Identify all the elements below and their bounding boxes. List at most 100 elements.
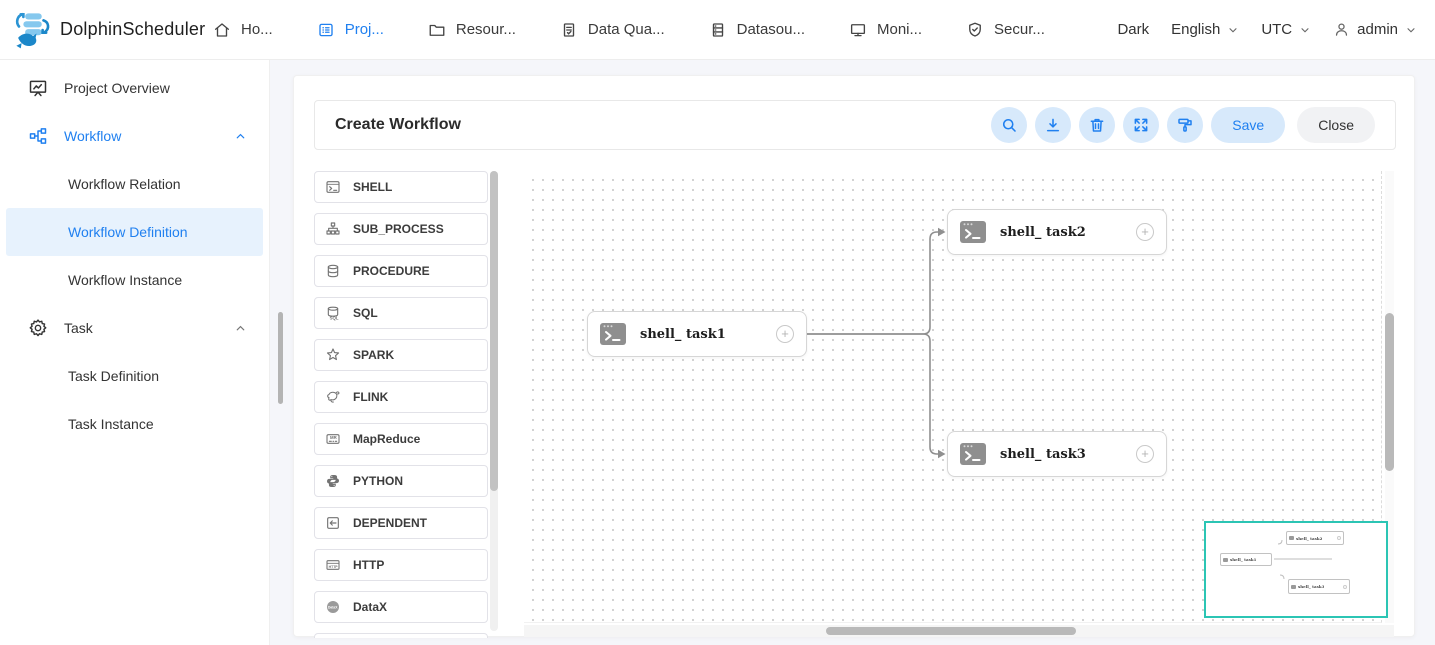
- nav-tab-label: Proj...: [345, 21, 384, 38]
- workflow-editor-header: Create Workflow: [314, 100, 1396, 150]
- nav-tab-data-quality[interactable]: Data Qua...: [560, 21, 665, 39]
- sidebar-item-task[interactable]: Task: [0, 304, 269, 352]
- chevron-up-icon: [234, 130, 247, 143]
- theme-toggle[interactable]: Dark: [1117, 21, 1149, 38]
- mini-shell-icon: [1291, 585, 1296, 589]
- sidebar-scrollbar[interactable]: [278, 312, 283, 404]
- sidebar-item-task-instance[interactable]: Task Instance: [6, 400, 263, 448]
- toolbox-item-partial[interactable]: [314, 633, 488, 638]
- add-edge-icon[interactable]: +: [1136, 223, 1154, 241]
- trash-icon: [1088, 116, 1106, 134]
- user-icon: [1333, 21, 1350, 38]
- sidebar-item-workflow[interactable]: Workflow: [0, 112, 269, 160]
- task-node-label: shell_ task1: [640, 327, 726, 342]
- nav-tab-label: Datasou...: [737, 21, 805, 38]
- download-button[interactable]: [1035, 107, 1071, 143]
- nav-tab-label: Secur...: [994, 21, 1045, 38]
- timezone-select[interactable]: UTC: [1261, 21, 1311, 38]
- toolbox-item-spark[interactable]: SPARK: [314, 339, 488, 371]
- toolbox-item-flink[interactable]: FLINK: [314, 381, 488, 413]
- sidebar-item-label: Workflow Relation: [68, 176, 181, 192]
- toolbox-item-sub-process[interactable]: SUB_PROCESS: [314, 213, 488, 245]
- toolbox-item-label: HTTP: [353, 558, 384, 572]
- sidebar-item-workflow-instance[interactable]: Workflow Instance: [6, 256, 263, 304]
- minimap-node: shell_ task2: [1286, 531, 1344, 545]
- save-button[interactable]: Save: [1211, 107, 1285, 143]
- task-node-shell-task1[interactable]: shell_ task1 +: [587, 311, 807, 357]
- language-select[interactable]: English: [1171, 21, 1239, 38]
- sidebar-item-project-overview[interactable]: Project Overview: [0, 64, 269, 112]
- dependent-icon: [325, 515, 341, 531]
- nav-tab-label: Resour...: [456, 21, 516, 38]
- nav-tab-resources[interactable]: Resour...: [428, 21, 516, 39]
- project-icon: [317, 21, 335, 39]
- datasource-icon: [709, 21, 727, 39]
- toolbox-item-http[interactable]: HTTP HTTP: [314, 549, 488, 581]
- sidebar-item-label: Project Overview: [64, 80, 170, 96]
- nav-tab-project[interactable]: Proj...: [317, 21, 384, 39]
- brand[interactable]: DolphinScheduler: [0, 9, 213, 51]
- sidebar-item-workflow-definition[interactable]: Workflow Definition: [6, 208, 263, 256]
- fullscreen-button[interactable]: [1123, 107, 1159, 143]
- minimap[interactable]: shell_ task2 shell_ task1 shell_ task3: [1204, 521, 1388, 618]
- search-icon: [1000, 116, 1018, 134]
- task-node-label: shell_ task3: [1000, 447, 1086, 462]
- overview-icon: [28, 78, 48, 98]
- format-layout-button[interactable]: [1167, 107, 1203, 143]
- format-icon: [1176, 116, 1194, 134]
- toolbox-item-label: PROCEDURE: [353, 264, 430, 278]
- toolbox-item-label: SHELL: [353, 180, 392, 194]
- sidebar-item-workflow-relation[interactable]: Workflow Relation: [6, 160, 263, 208]
- task-node-shell-task2[interactable]: shell_ task2 +: [947, 209, 1167, 255]
- toolbox-scrollbar[interactable]: [490, 171, 498, 631]
- user-menu[interactable]: admin: [1333, 21, 1417, 38]
- svg-text:MR: MR: [330, 435, 338, 440]
- add-edge-icon[interactable]: +: [1136, 445, 1154, 463]
- nav-tab-security[interactable]: Secur...: [966, 21, 1045, 39]
- h-scroll-thumb[interactable]: [826, 627, 1076, 635]
- toolbox-item-datax[interactable]: DataX DataX: [314, 591, 488, 623]
- toolbox-item-python[interactable]: PYTHON: [314, 465, 488, 497]
- nav-tab-monitor[interactable]: Moni...: [849, 21, 922, 39]
- nav-tab-label: Ho...: [241, 21, 273, 38]
- nav-tab-datasource[interactable]: Datasou...: [709, 21, 805, 39]
- toolbox-item-mapreduce[interactable]: MR MapReduce: [314, 423, 488, 455]
- navbar-right: Dark English UTC admin: [1117, 21, 1435, 38]
- python-icon: [325, 473, 341, 489]
- language-label: English: [1171, 21, 1220, 38]
- toolbox-item-label: SUB_PROCESS: [353, 222, 444, 236]
- toolbox-item-procedure[interactable]: PROCEDURE: [314, 255, 488, 287]
- toolbox-item-label: MapReduce: [353, 432, 420, 446]
- sidebar-item-label: Task: [64, 320, 93, 336]
- download-icon: [1044, 116, 1062, 134]
- monitor-icon: [849, 21, 867, 39]
- security-icon: [966, 21, 984, 39]
- chevron-down-icon: [1227, 24, 1239, 36]
- mini-plus-icon: [1337, 536, 1341, 540]
- add-edge-icon[interactable]: +: [776, 325, 794, 343]
- toolbox-item-label: SQL: [353, 306, 378, 320]
- nav-tab-home[interactable]: Ho...: [213, 21, 273, 39]
- delete-button[interactable]: [1079, 107, 1115, 143]
- toolbox-item-sql[interactable]: SQL SQL: [314, 297, 488, 329]
- toolbox-item-dependent[interactable]: DEPENDENT: [314, 507, 488, 539]
- canvas-horizontal-scrollbar[interactable]: [524, 625, 1394, 637]
- svg-text:SQL: SQL: [330, 315, 339, 320]
- spark-icon: [325, 347, 341, 363]
- fullscreen-icon: [1132, 116, 1150, 134]
- toolbox-item-shell[interactable]: SHELL: [314, 171, 488, 203]
- mini-shell-icon: [1289, 536, 1294, 540]
- shell-node-icon: [960, 443, 986, 465]
- timezone-label: UTC: [1261, 21, 1292, 38]
- toolbox-item-label: DataX: [353, 600, 387, 614]
- mapreduce-icon: MR: [325, 431, 341, 447]
- editor-toolbar: Save Close: [991, 107, 1375, 143]
- close-button[interactable]: Close: [1297, 107, 1375, 143]
- v-scroll-thumb[interactable]: [1385, 313, 1394, 471]
- flink-squirrel-icon: [325, 389, 341, 405]
- datax-icon: DataX: [325, 599, 341, 615]
- search-button[interactable]: [991, 107, 1027, 143]
- toolbox-item-label: PYTHON: [353, 474, 403, 488]
- sidebar-item-task-definition[interactable]: Task Definition: [6, 352, 263, 400]
- task-node-shell-task3[interactable]: shell_ task3 +: [947, 431, 1167, 477]
